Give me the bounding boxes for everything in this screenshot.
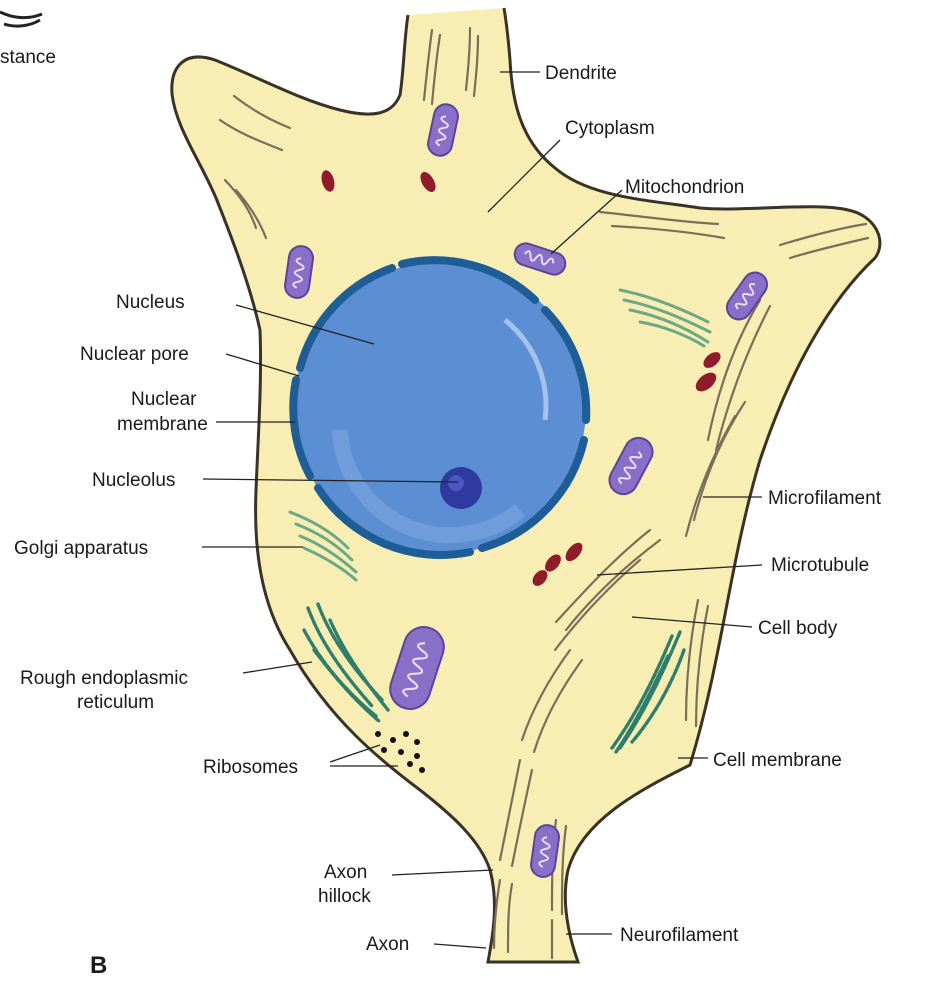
label-axon: Axon: [366, 934, 409, 955]
label-cell-membrane: Cell membrane: [713, 750, 842, 771]
label-nucleolus: Nucleolus: [92, 470, 175, 491]
label-ribosomes: Ribosomes: [203, 757, 298, 778]
label-nuclear-membrane-line1: Nuclear: [131, 389, 197, 410]
label-nucleus: Nucleus: [116, 292, 185, 313]
label-neurofilament: Neurofilament: [620, 925, 739, 946]
label-cytoplasm: Cytoplasm: [565, 118, 655, 139]
label-dendrite: Dendrite: [545, 63, 617, 84]
partial-top-label: stance: [0, 47, 56, 68]
label-rough-er-line2: reticulum: [77, 692, 154, 713]
label-golgi-apparatus: Golgi apparatus: [14, 538, 148, 559]
label-nuclear-membrane-line2: membrane: [117, 414, 208, 435]
label-nuclear-pore: Nuclear pore: [80, 344, 189, 365]
label-axon-hillock-line1: Axon: [324, 862, 367, 883]
label-axon-hillock-line2: hillock: [318, 886, 371, 907]
partial-illustration-fragment: [0, 12, 42, 26]
label-rough-er-line1: Rough endoplasmic: [20, 668, 188, 689]
label-mitochondrion: Mitochondrion: [625, 177, 744, 198]
label-cell-body: Cell body: [758, 618, 838, 639]
label-microtubule: Microtubule: [771, 555, 869, 576]
label-microfilament: Microfilament: [768, 488, 882, 509]
panel-letter: B: [90, 952, 107, 979]
